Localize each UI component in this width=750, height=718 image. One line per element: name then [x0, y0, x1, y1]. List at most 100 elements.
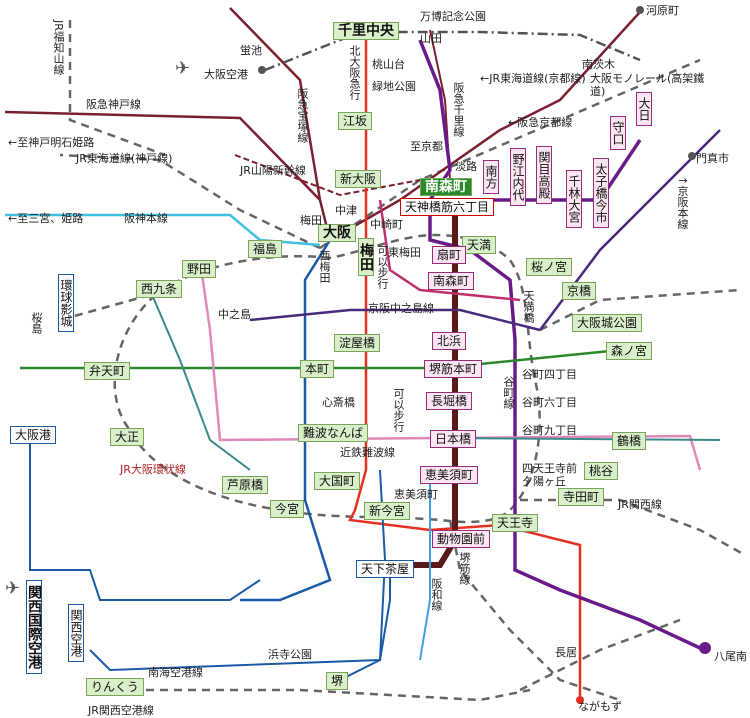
- monorail-line: [264, 30, 641, 72]
- station-universal[interactable]: 環球影城: [58, 274, 74, 332]
- hankyu-takarazuka-line: [229, 7, 332, 241]
- station-sakai[interactable]: 堺: [326, 672, 349, 690]
- jr-south-dashed: [519, 618, 681, 692]
- station-ogimachi[interactable]: 扇町: [432, 246, 467, 264]
- station-tennoji[interactable]: 天王寺: [492, 514, 539, 532]
- jr-hanwa-line: [448, 519, 621, 702]
- station-temma[interactable]: 天満: [462, 236, 497, 254]
- midosuji-line: [348, 30, 582, 700]
- station-taisho[interactable]: 大正: [110, 428, 145, 446]
- label-kansai-intl[interactable]: 関西国際空港: [26, 580, 42, 674]
- station-sekime[interactable]: 関目高殿: [536, 146, 552, 204]
- station-kyobashi[interactable]: 京橋: [562, 282, 597, 300]
- station-morinomiya[interactable]: 森ノ宮: [606, 342, 653, 360]
- station-daikokucho[interactable]: 大国町: [314, 472, 361, 490]
- station-shitennoji: 四天王寺前夕陽ヶ丘: [522, 462, 577, 488]
- station-sembayashi[interactable]: 千林大宮: [566, 170, 582, 228]
- label-kita-osaka-kyuko: 北大阪急行: [348, 45, 361, 100]
- station-higashi-umeda: 東梅田: [388, 246, 421, 259]
- label-jr-tokaido-kyoto: ←JR東海道線(京都線): [480, 72, 586, 85]
- terminal-hotarugaike: [258, 66, 266, 74]
- station-minamikata[interactable]: 南方: [483, 160, 499, 194]
- teal-line: [149, 289, 251, 471]
- station-shin-imamiya[interactable]: 新今宮: [364, 502, 411, 520]
- label-to-himeji: ←至神戸明石姫路: [8, 136, 95, 149]
- station-momodani[interactable]: 桃谷: [584, 462, 619, 480]
- station-nagai: 長居: [555, 646, 577, 659]
- station-yodoyabashi[interactable]: 淀屋橋: [334, 334, 381, 352]
- station-kawaramachi: 河原町: [646, 4, 679, 17]
- east-teal-line: [439, 437, 721, 441]
- station-tanimachi9: 谷町九丁目: [522, 424, 577, 437]
- station-hommachi[interactable]: 本町: [300, 360, 335, 378]
- label-jr-kansai: JR関西線: [618, 498, 662, 511]
- label-shinkansen: JR山陽新幹線: [240, 164, 306, 177]
- station-ebisucho-small: 恵美須町: [394, 488, 438, 501]
- station-nishikujo[interactable]: 西九条: [136, 280, 183, 298]
- jr-kansai-airport-line: [90, 688, 531, 702]
- station-banpaku: 万博記念公園: [420, 10, 486, 23]
- jr-shinkansen-line: [234, 154, 421, 197]
- station-namba[interactable]: 難波なんば: [298, 424, 369, 442]
- station-rinku[interactable]: りんくう: [86, 678, 144, 696]
- terminal-kadoma: [688, 152, 696, 160]
- station-tenjinbashi[interactable]: 天神橋筋六丁目: [400, 198, 495, 216]
- station-minami-ibaraki: 南茨木: [582, 58, 615, 71]
- station-imamiya[interactable]: 今宮: [270, 500, 305, 518]
- station-tengachaya[interactable]: 天下茶屋: [356, 560, 415, 578]
- station-osaka[interactable]: 大阪: [318, 224, 356, 242]
- station-dobutsuen[interactable]: 動物園前: [432, 530, 491, 548]
- station-kadoma: 門真市: [696, 152, 729, 165]
- keihan-main-line: [539, 129, 721, 331]
- station-kitahama[interactable]: 北浜: [432, 332, 467, 350]
- station-nagahoribashi[interactable]: 長堀橋: [426, 392, 473, 410]
- station-sakurajima: 桜島: [30, 312, 43, 334]
- hanshin-line: [5, 213, 321, 247]
- station-umeda[interactable]: 梅田: [358, 238, 374, 276]
- station-shin-osaka[interactable]: 新大阪: [335, 170, 382, 188]
- station-yao-minami: 八尾南: [714, 650, 747, 663]
- label-jr-loop: JR大阪環状線: [120, 463, 186, 476]
- station-moriguchi[interactable]: 守口: [610, 116, 626, 150]
- station-bentencho[interactable]: 弁天町: [84, 362, 131, 380]
- hanwa-line-blue: [419, 470, 431, 661]
- station-minami-morimachi-top[interactable]: 南森町: [420, 178, 472, 196]
- label-monorail: 大阪モノレール(高架鐵道): [590, 72, 705, 98]
- label-hankyu-kobe: 阪急神戸線: [86, 98, 141, 111]
- station-tsuruhashi[interactable]: 鶴橋: [612, 432, 647, 450]
- label-jr-kansai-airport: JR関西空港線: [88, 704, 154, 717]
- station-ebisucho[interactable]: 恵美須町: [420, 466, 479, 484]
- station-senri-chuo[interactable]: 千里中央: [333, 22, 399, 40]
- station-ashiharabashi[interactable]: 芦原橋: [222, 476, 269, 494]
- label-hanshin: 阪神本線: [124, 212, 168, 225]
- station-osakajokoen[interactable]: 大阪城公園: [572, 314, 643, 332]
- terminal-nagamozu: [576, 696, 584, 704]
- label-walk-umeda: 可以步行: [376, 245, 389, 289]
- station-noda[interactable]: 野田: [182, 260, 217, 278]
- station-sakuranomiya[interactable]: 桜ノ宮: [526, 258, 573, 276]
- label-tanimachi-line: 谷町線: [502, 376, 515, 409]
- label-kintetsu-namba: 近鉄難波線: [340, 446, 395, 459]
- station-esaka[interactable]: 江坂: [338, 112, 373, 130]
- label-keihan: ↑京阪本線: [676, 176, 689, 230]
- station-osakako[interactable]: 大阪港: [10, 426, 57, 444]
- station-noe[interactable]: 野江内代: [510, 148, 526, 206]
- station-nishi-umeda: 西梅田: [318, 250, 331, 283]
- station-sakaisuji-hommachi[interactable]: 堺筋本町: [424, 360, 483, 378]
- hankyu-kobe-line: [4, 110, 321, 201]
- station-fukushima[interactable]: 福島: [248, 240, 283, 258]
- label-jr-kobe: JR東海道線(神戸線): [76, 152, 173, 165]
- sennichimae-line: [378, 199, 521, 302]
- station-kansai-airport[interactable]: 関西空港: [68, 604, 84, 662]
- label-sakaisuji-line: 堺筋線: [458, 552, 471, 585]
- station-hotarugaike: 蛍池: [240, 44, 262, 57]
- station-dainichi[interactable]: 大日: [636, 92, 652, 126]
- station-umeda-small: 梅田: [300, 214, 322, 227]
- station-nippombashi[interactable]: 日本橋: [430, 430, 477, 448]
- station-taishibashi[interactable]: 太子橋今市: [593, 158, 609, 228]
- station-minami-morimachi[interactable]: 南森町: [428, 272, 475, 290]
- station-awaji: 淡路: [455, 160, 477, 173]
- station-teradacho[interactable]: 寺田町: [558, 488, 605, 506]
- station-nagamozu: ながもず: [578, 700, 622, 713]
- label-to-sannomiya: ←至三宮、姫路: [8, 212, 84, 225]
